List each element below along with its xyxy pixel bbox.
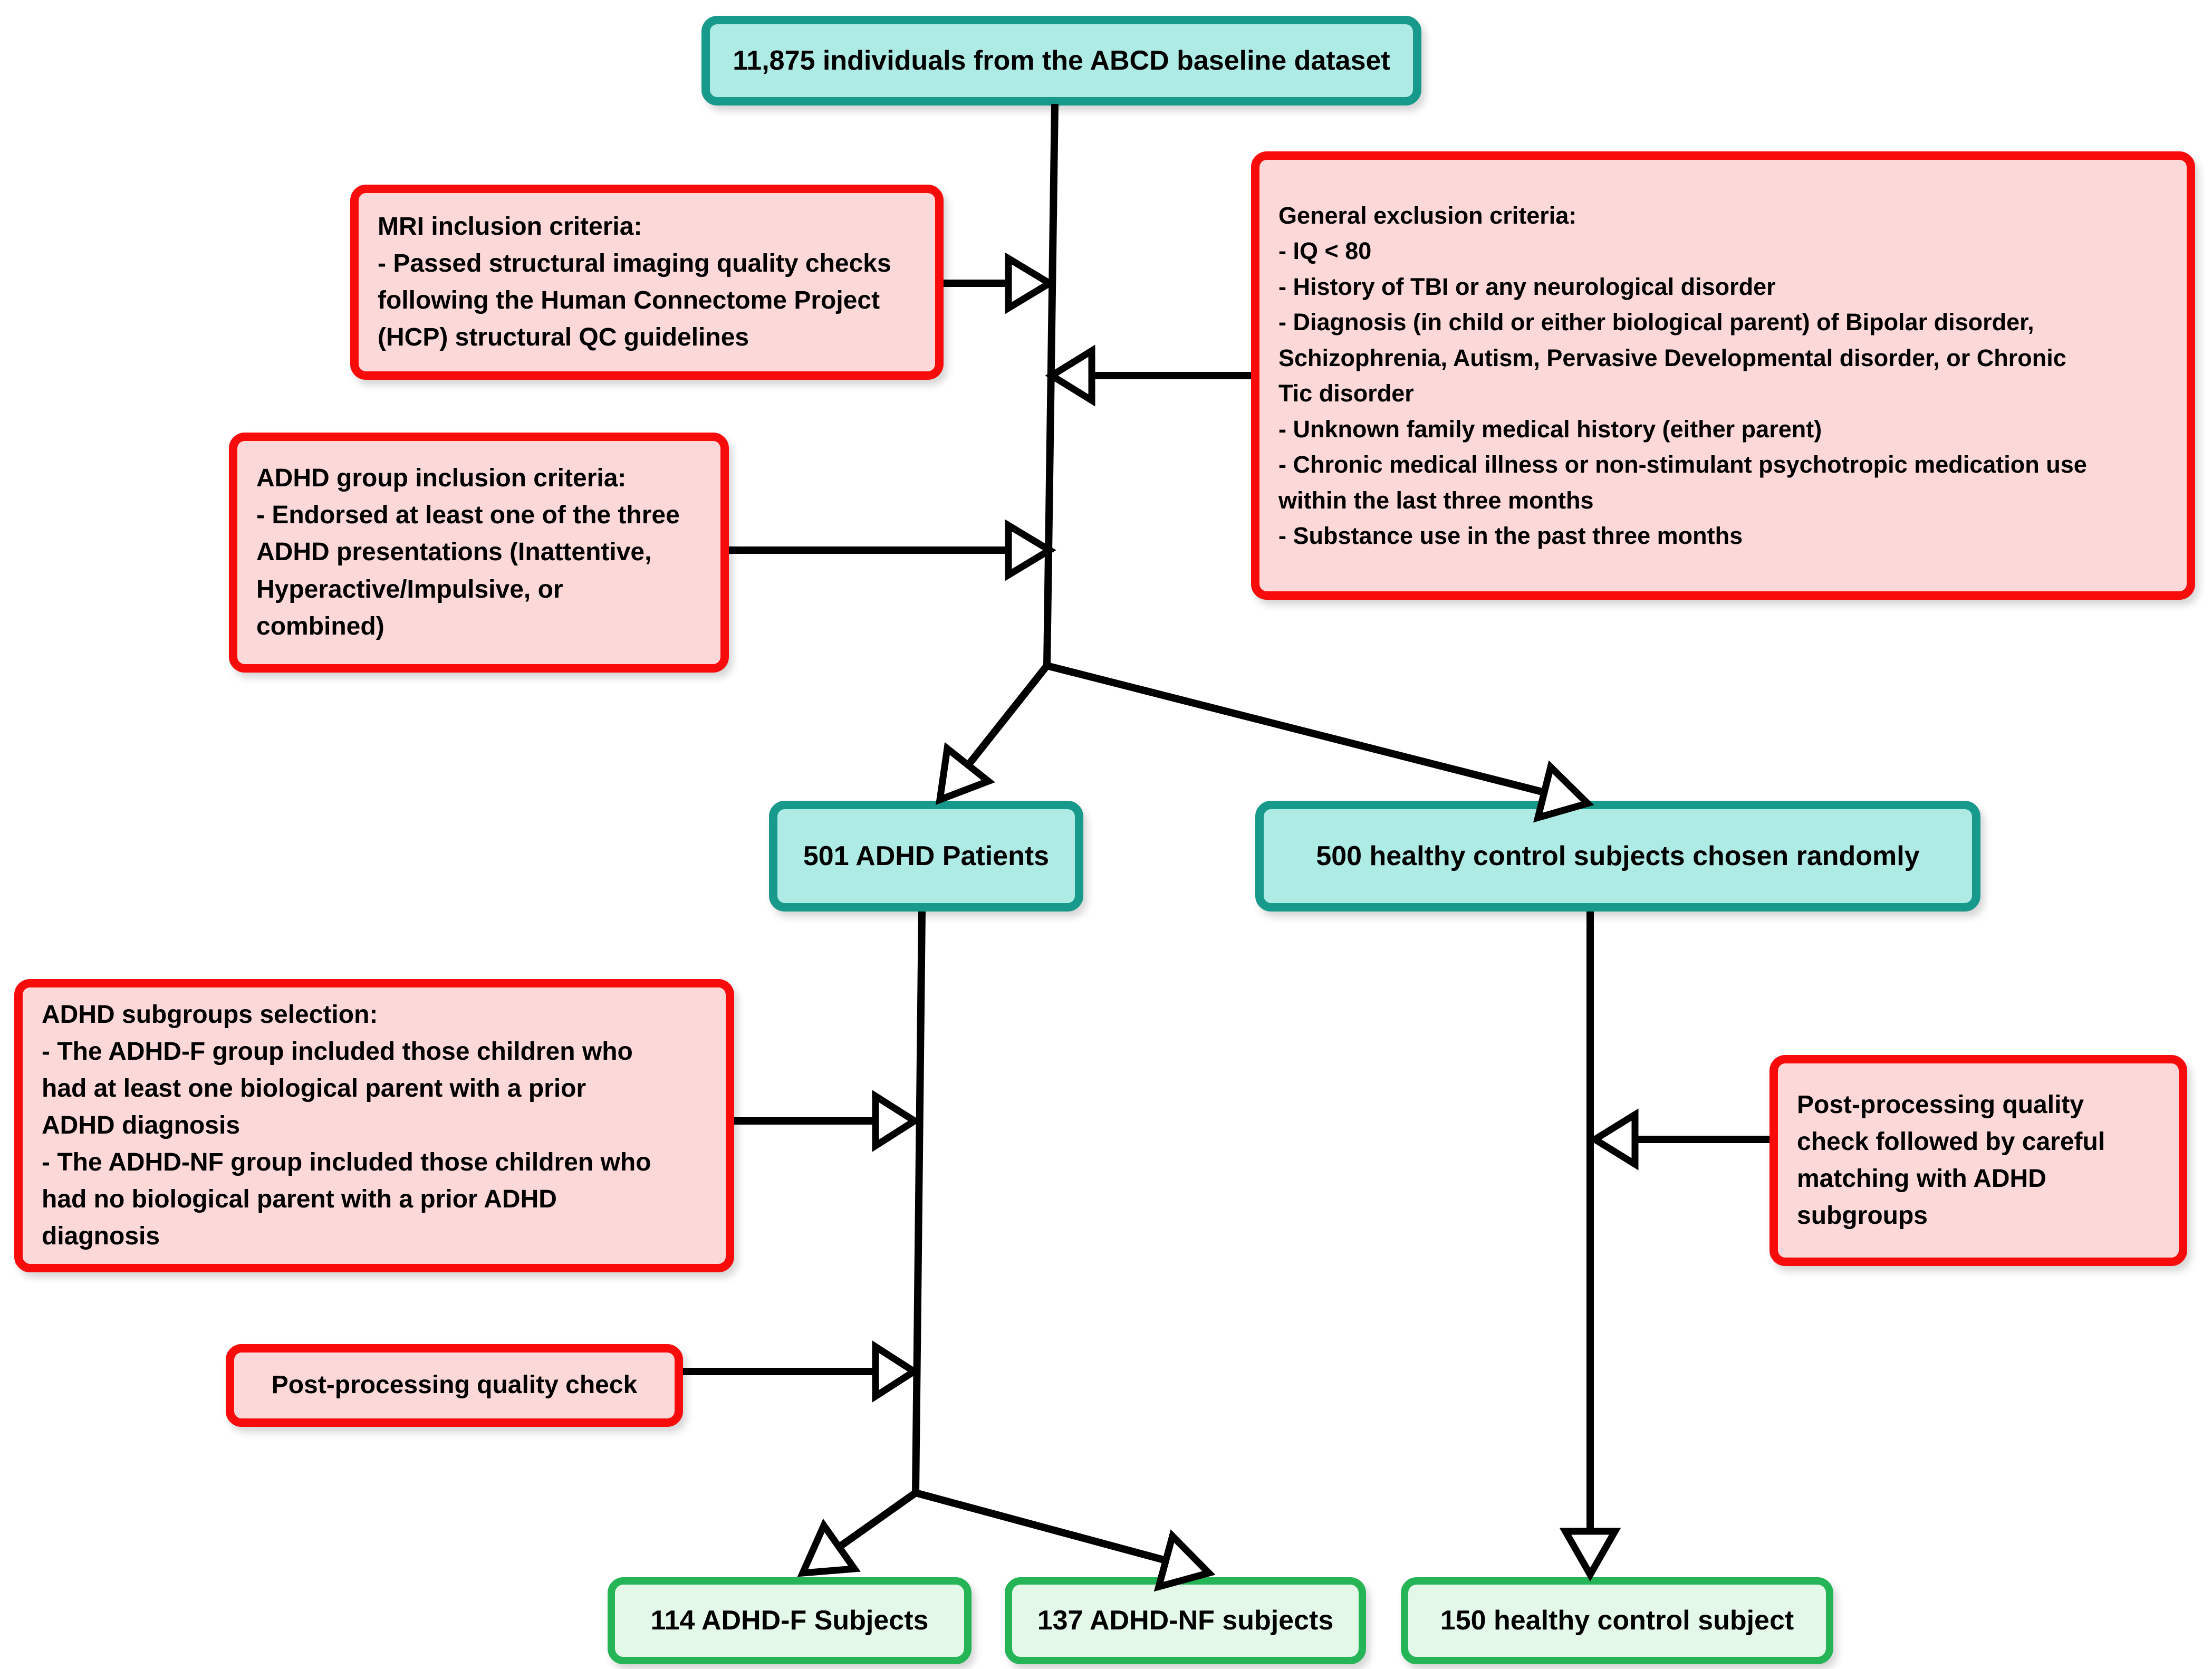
connector-branch-to-adhd-nf — [915, 1489, 1167, 1564]
arrowhead-postprocessing-check — [872, 1340, 921, 1403]
node-adhd-subgroups-selection: ADHD subgroups selection: - The ADHD-F g… — [14, 979, 734, 1272]
node-general-exclusion-criteria-label: General exclusion criteria: - IQ < 80 - … — [1278, 202, 2087, 550]
node-mri-inclusion-criteria-label: MRI inclusion criteria: - Passed structu… — [378, 212, 891, 352]
node-adhd-f-subjects-label: 114 ADHD-F Subjects — [650, 1605, 929, 1636]
node-adhd-f-subjects: 114 ADHD-F Subjects — [608, 1577, 972, 1664]
node-postprocessing-check-label: Post-processing quality check — [271, 1371, 638, 1399]
node-postprocessing-matching-label: Post-processing quality check followed b… — [1797, 1090, 2105, 1230]
node-postprocessing-check: Post-processing quality check — [226, 1344, 683, 1427]
node-adhd-subgroups-selection-label: ADHD subgroups selection: - The ADHD-F g… — [42, 1000, 651, 1251]
connector-branch-to-adhd-f — [837, 1490, 918, 1550]
node-healthy-control-final: 150 healthy control subject — [1401, 1577, 1833, 1664]
node-baseline-dataset-label: 11,875 individuals from the ABCD baselin… — [733, 45, 1390, 76]
node-postprocessing-matching: Post-processing quality check followed b… — [1769, 1055, 2187, 1266]
node-adhd-patients: 501 ADHD Patients — [769, 801, 1083, 912]
node-adhd-nf-subjects-label: 137 ADHD-NF subjects — [1037, 1605, 1334, 1636]
connector-adhd-vertical — [912, 911, 926, 1493]
connector-branch-to-adhd — [965, 663, 1050, 768]
connector-branch-to-controls — [1046, 662, 1545, 796]
node-healthy-controls: 500 healthy control subjects chosen rand… — [1255, 801, 1980, 912]
arrowhead-adhd-inclusion — [1005, 519, 1056, 581]
arrowhead-to-healthy-final — [1559, 1528, 1621, 1582]
node-mri-inclusion-criteria: MRI inclusion criteria: - Passed structu… — [350, 185, 944, 380]
node-healthy-control-final-label: 150 healthy control subject — [1440, 1605, 1794, 1636]
arrowhead-to-adhd-f — [797, 1518, 861, 1577]
node-healthy-controls-label: 500 healthy control subjects chosen rand… — [1316, 840, 1920, 871]
arrowhead-postprocessing-matching — [1588, 1108, 1639, 1171]
connector-main-vertical — [1043, 103, 1059, 666]
arrowhead-subgroups-selection — [872, 1090, 921, 1152]
node-adhd-inclusion-criteria-label: ADHD group inclusion criteria: - Endorse… — [256, 464, 680, 640]
arrowhead-to-adhd-patients — [935, 742, 995, 805]
node-general-exclusion-criteria: General exclusion criteria: - IQ < 80 - … — [1251, 151, 2195, 600]
node-adhd-nf-subjects: 137 ADHD-NF subjects — [1005, 1577, 1366, 1664]
arrowhead-mri-inclusion — [1005, 252, 1056, 314]
node-adhd-inclusion-criteria: ADHD group inclusion criteria: - Endorse… — [229, 433, 729, 673]
node-adhd-patients-label: 501 ADHD Patients — [803, 840, 1050, 871]
node-baseline-dataset: 11,875 individuals from the ABCD baselin… — [701, 16, 1421, 105]
arrowhead-general-exclusion — [1045, 344, 1095, 407]
